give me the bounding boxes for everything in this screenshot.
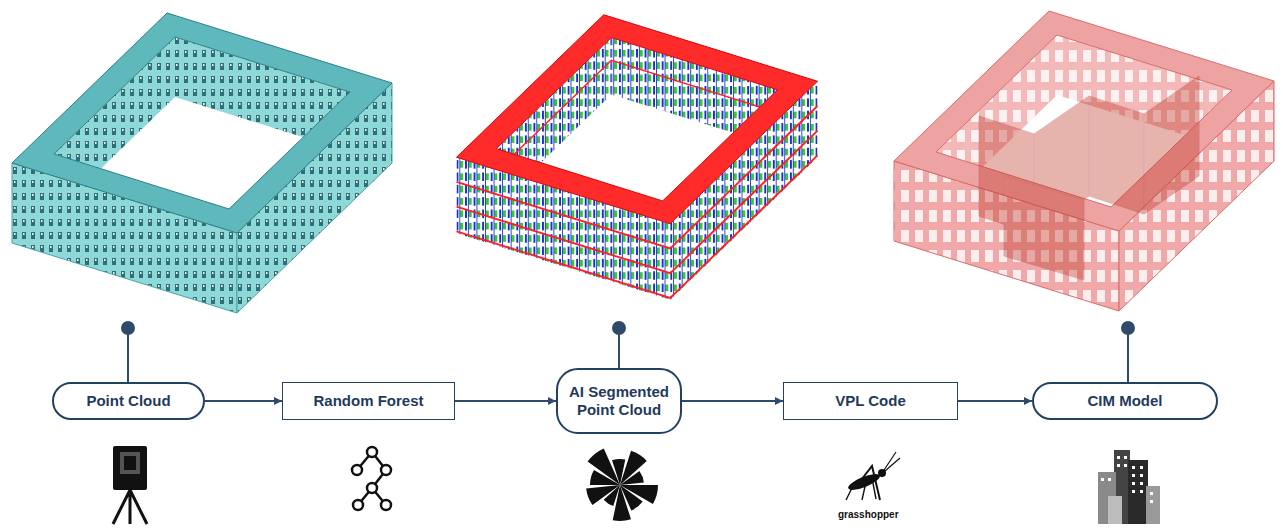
flow-arrow [958, 400, 1032, 402]
segmented-building [457, 15, 818, 300]
segmentation-icon [600, 465, 640, 505]
node-label: Point Cloud [86, 392, 170, 410]
city-icon [1098, 450, 1160, 524]
cim-building [894, 11, 1274, 311]
flow-arrow [682, 400, 783, 402]
process-box: VPL Code [783, 382, 958, 420]
node-label: VPL Code [835, 392, 906, 410]
flow-arrow [205, 400, 282, 402]
process-box: Random Forest [282, 382, 455, 420]
tree-icon [352, 447, 391, 510]
point-cloud-building [12, 13, 392, 313]
flow-arrow [455, 400, 556, 402]
icon-caption: grasshopper [838, 509, 899, 520]
data-pill: Point Cloud [52, 382, 205, 420]
data-pill: CIM Model [1032, 382, 1218, 420]
node-label: AI Segmented Point Cloud [568, 383, 670, 419]
scanner-icon [113, 446, 147, 524]
data-pill: AI Segmented Point Cloud [556, 368, 682, 434]
node-label: CIM Model [1088, 392, 1163, 410]
grasshopper-icon [846, 452, 900, 500]
node-label: Random Forest [313, 392, 423, 410]
